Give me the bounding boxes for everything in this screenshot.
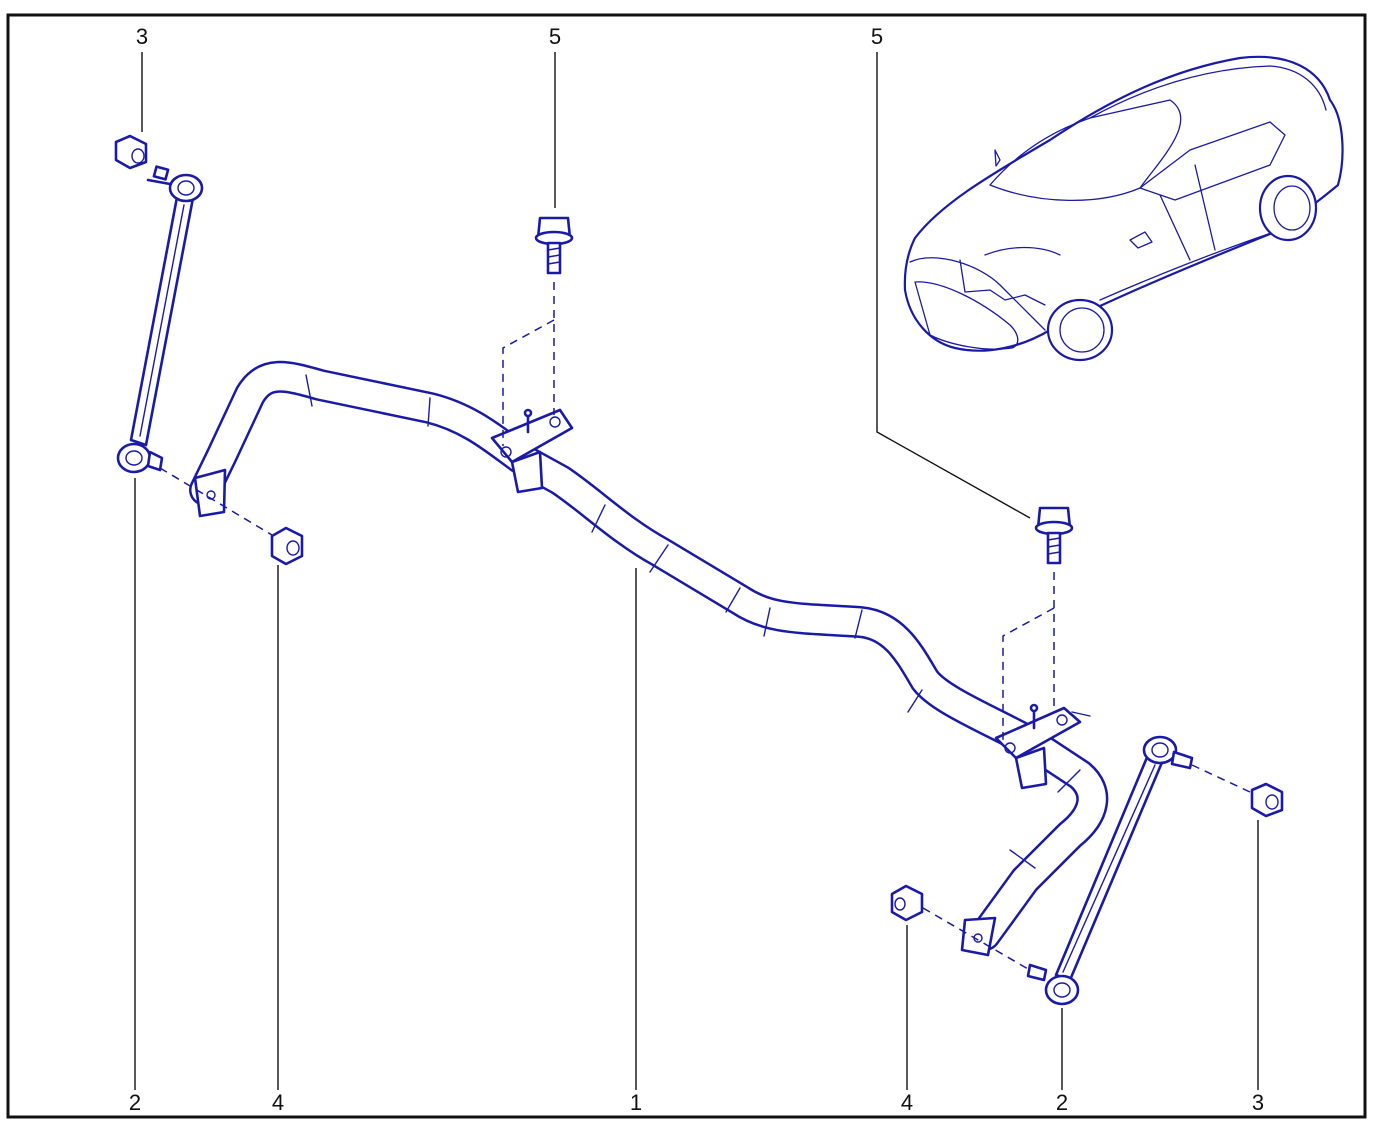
callout-2-bottom-left: 2 bbox=[129, 1090, 141, 1115]
callout-5-top-right: 5 bbox=[871, 24, 883, 49]
stabilizer-link-right bbox=[1026, 735, 1194, 1006]
callout-1-bottom-center: 1 bbox=[630, 1090, 642, 1115]
callout-4-bottom-right: 4 bbox=[901, 1090, 913, 1115]
callout-4-bottom-left: 4 bbox=[272, 1090, 284, 1115]
left-bushing-clamp bbox=[490, 408, 574, 494]
callout-3-top-left: 3 bbox=[136, 24, 148, 49]
nut-4-left bbox=[270, 526, 304, 566]
right-bushing-clamp bbox=[994, 703, 1091, 790]
assembly-guide-lines bbox=[159, 282, 1251, 974]
nut-4-right bbox=[890, 884, 924, 922]
vehicle-location-thumbnail bbox=[903, 55, 1344, 362]
bolt-left bbox=[534, 216, 574, 275]
nut-3-right bbox=[1250, 782, 1284, 818]
callout-5-top-center: 5 bbox=[549, 24, 561, 49]
stabilizer-link-left bbox=[116, 173, 204, 474]
callout-2-bottom-right: 2 bbox=[1056, 1090, 1068, 1115]
nut-3-left bbox=[114, 134, 170, 181]
leader-lines bbox=[134, 52, 1259, 1090]
bolt-right bbox=[1034, 506, 1074, 565]
callout-3-bottom-right: 3 bbox=[1252, 1090, 1264, 1115]
